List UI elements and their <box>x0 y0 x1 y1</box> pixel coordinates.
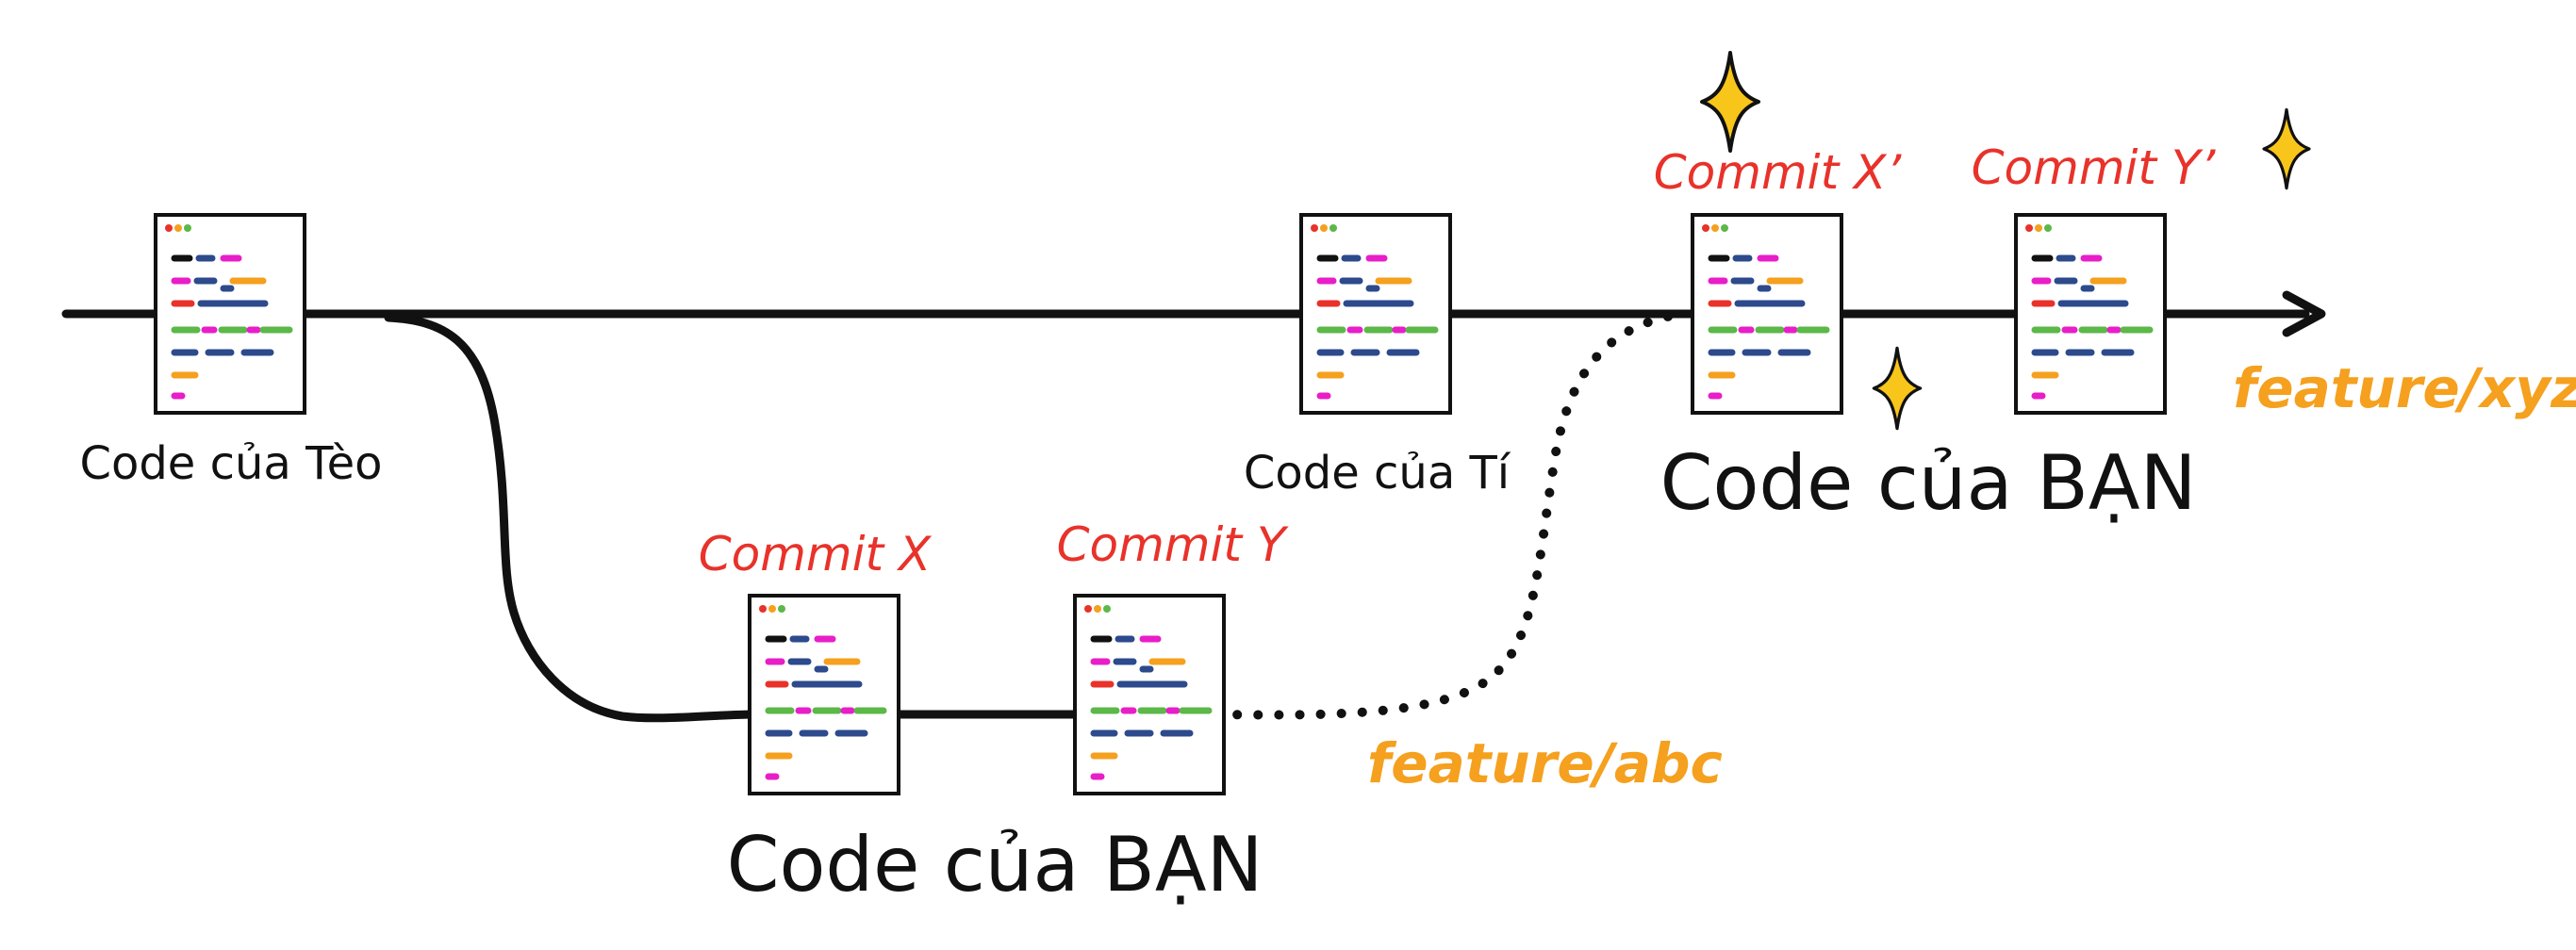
code-file-icon <box>1301 215 1450 413</box>
code-file-icon <box>750 596 899 794</box>
caption-teo: Code của Tèo <box>79 437 382 490</box>
node-ti: Code của Tí <box>1244 215 1511 500</box>
commit-x-label: Commit X <box>699 527 933 581</box>
node-commit-y-prime: Commit Y’ <box>1972 140 2217 413</box>
sparkle-icon <box>2262 107 2311 190</box>
commit-x-prime-label: Commit X’ <box>1654 145 1903 200</box>
branch-label-abc: feature/abc <box>1367 731 1723 795</box>
branch-label-xyz: feature/xyz <box>2233 356 2576 420</box>
arrow-head-icon <box>2282 290 2326 337</box>
code-file-icon <box>2016 215 2165 413</box>
node-commit-y: Commit Y <box>1057 517 1289 794</box>
code-file-icon <box>1075 596 1224 794</box>
caption-ti: Code của Tí <box>1244 447 1511 500</box>
branch-off-curve <box>384 313 1082 723</box>
node-commit-x-prime: Commit X’ <box>1654 145 1903 413</box>
code-file-icon <box>156 215 305 413</box>
sparkle-icon <box>1872 346 1923 431</box>
commit-y-label: Commit Y <box>1057 517 1289 572</box>
sparkle-icon <box>1700 51 1760 153</box>
code-file-icon <box>1693 215 1841 413</box>
caption-ban-bottom: Code của BẠN <box>727 821 1263 909</box>
caption-ban-top: Code của BẠN <box>1660 439 2197 527</box>
node-teo: Code của Tèo <box>79 215 383 490</box>
commit-y-prime-label: Commit Y’ <box>1972 140 2217 195</box>
node-commit-x: Commit X <box>699 527 933 794</box>
